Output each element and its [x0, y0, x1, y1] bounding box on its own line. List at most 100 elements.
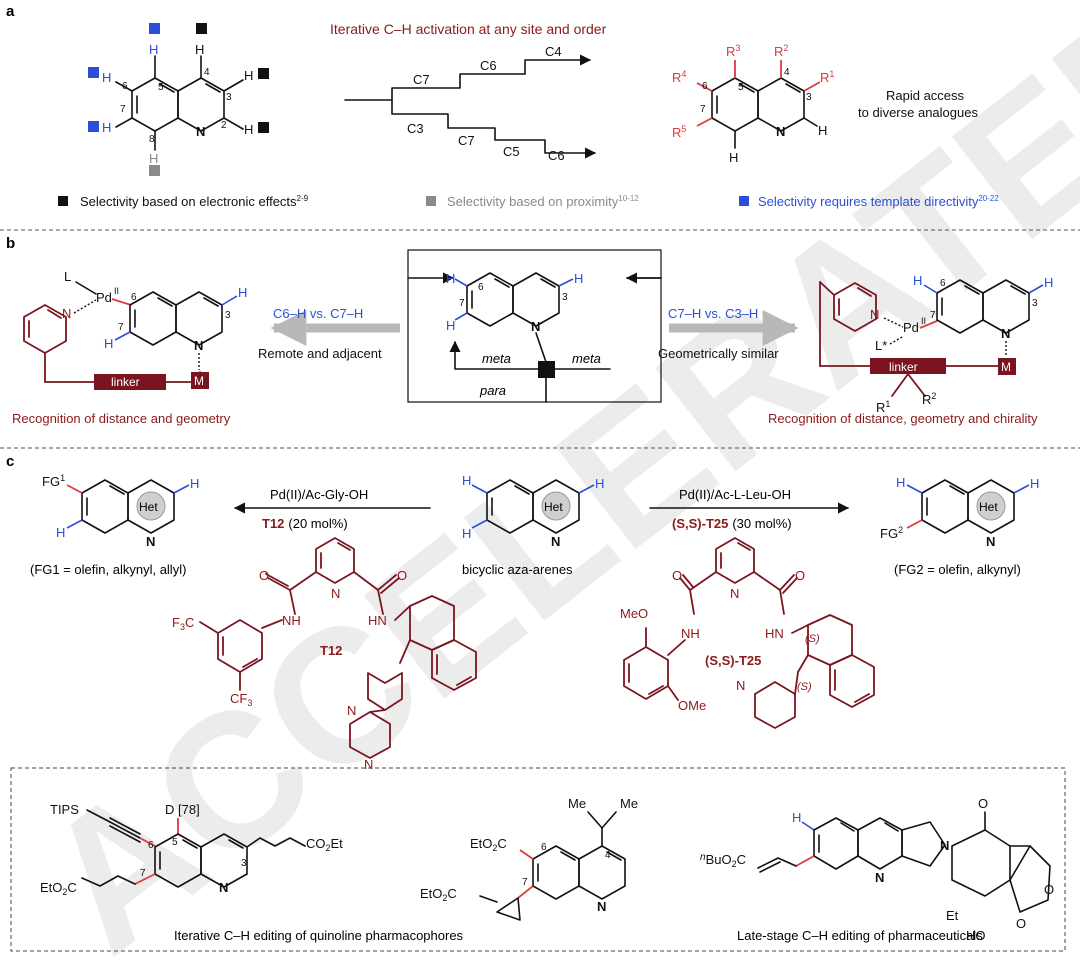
svg-text:3: 3 [241, 858, 247, 869]
svg-text:H: H [462, 526, 471, 541]
panel-letter-b: b [6, 235, 15, 252]
svg-text:H: H [104, 336, 113, 351]
svg-text:MeO: MeO [620, 606, 648, 621]
watermark: ACCELERATED ARTICLE PREVIEW [5, 0, 1080, 963]
svg-text:meta: meta [572, 351, 601, 366]
svg-text:H: H [190, 476, 199, 491]
quinoline-pharmacophore-2: Me Me N 4 6 7 EtO2C EtO2C [420, 796, 638, 921]
svg-text:NH: NH [681, 626, 700, 641]
right-selectivity-arrow: C7–H vs. C3–H Geometrically similar [658, 306, 799, 361]
right-product: Het H H FG2 N [880, 475, 1039, 549]
center-substrate-caption: bicyclic aza-arenes [462, 562, 573, 577]
camptothecin-derivative: H N N O O O Et HO nBuO2C [700, 796, 1054, 943]
svg-text:N: N [364, 757, 373, 772]
svg-text:4: 4 [204, 67, 210, 78]
quinoline-pharmacophore-1: TIPS D [78] N 6 5 7 3 EtO2C CO2Et [40, 802, 343, 897]
right-product-caption: (FG2 = olefin, alkynyl) [894, 562, 1021, 577]
svg-text:6: 6 [122, 81, 128, 92]
svg-text:N: N [597, 899, 606, 914]
svg-text:H: H [238, 285, 247, 300]
svg-text:N: N [196, 124, 205, 139]
svg-text:O: O [1016, 916, 1026, 931]
svg-text:Pd(II)/Ac-L-Leu-OH: Pd(II)/Ac-L-Leu-OH [679, 487, 791, 502]
svg-text:ACCELERATED ARTICLE PREVIEW: ACCELERATED ARTICLE PREVIEW [5, 0, 1080, 963]
svg-text:C5: C5 [503, 144, 520, 159]
svg-text:6: 6 [940, 278, 946, 289]
svg-text:Pd: Pd [96, 290, 112, 305]
svg-text:linker: linker [111, 375, 140, 389]
svg-text:EtO2C: EtO2C [470, 836, 507, 853]
svg-text:Het: Het [139, 500, 158, 514]
svg-text:TIPS: TIPS [50, 802, 79, 817]
svg-text:H: H [149, 42, 158, 57]
svg-text:meta: meta [482, 351, 511, 366]
svg-text:EtO2C: EtO2C [420, 886, 457, 903]
svg-text:N: N [870, 307, 879, 322]
selectivity-legend: Selectivity based on electronic effects2… [58, 194, 999, 209]
svg-text:HN: HN [368, 613, 387, 628]
svg-text:C7: C7 [413, 72, 430, 87]
svg-text:EtO2C: EtO2C [40, 880, 77, 897]
svg-text:C6–H vs. C7–H: C6–H vs. C7–H [273, 306, 363, 321]
left-recognition-caption: Recognition of distance and geometry [12, 411, 231, 426]
svg-text:H: H [446, 271, 455, 286]
svg-text:5: 5 [738, 82, 744, 93]
svg-text:N: N [219, 880, 228, 895]
svg-text:R1: R1 [820, 69, 834, 85]
svg-text:L: L [64, 269, 71, 284]
svg-text:H: H [102, 120, 111, 135]
svg-text:H: H [574, 271, 583, 286]
svg-text:N: N [531, 319, 540, 334]
svg-text:2: 2 [221, 120, 227, 131]
left-product: Het FG1 H H N [42, 473, 199, 549]
svg-text:N: N [1001, 326, 1010, 341]
t25-template-structure: O O N NH HN MeO OMe (S,S)-T25 N (S) (S) [620, 537, 875, 729]
center-substrate: Het H H H N [462, 473, 604, 549]
svg-text:para: para [479, 383, 506, 398]
svg-text:7: 7 [930, 310, 936, 321]
svg-text:H: H [244, 68, 253, 83]
panel-letter-c: c [6, 453, 14, 470]
svg-text:R3: R3 [726, 43, 740, 59]
svg-text:O: O [1044, 882, 1054, 897]
svg-text:6: 6 [702, 81, 708, 92]
panel-a-header: Iterative C–H activation at any site and… [330, 21, 607, 37]
legend-proximity: Selectivity based on proximity10-12 [447, 194, 639, 209]
svg-text:H: H [1044, 275, 1053, 290]
svg-text:6: 6 [148, 840, 154, 851]
right-recognition-caption: Recognition of distance, geometry and ch… [768, 411, 1038, 426]
svg-text:H: H [818, 123, 827, 138]
svg-text:(S): (S) [805, 633, 820, 645]
svg-text:Pd(II)/Ac-Gly-OH: Pd(II)/Ac-Gly-OH [270, 487, 368, 502]
svg-text:O: O [397, 568, 407, 583]
svg-text:H: H [913, 273, 922, 288]
svg-text:linker: linker [889, 360, 918, 374]
svg-text:FG2: FG2 [880, 525, 903, 541]
svg-text:7: 7 [459, 298, 465, 309]
legend-template: Selectivity requires template directivit… [758, 194, 999, 209]
svg-text:HN: HN [765, 626, 784, 641]
svg-text:N: N [331, 586, 340, 601]
svg-text:6: 6 [478, 282, 484, 293]
svg-text:H: H [896, 475, 905, 490]
svg-text:CF3: CF3 [230, 691, 252, 708]
svg-text:T12: T12 [320, 643, 342, 658]
svg-text:O: O [795, 568, 805, 583]
panel-letter-a: a [6, 3, 15, 20]
substituted-quinoline: R3 R2 R1 R4 R5 H H N 5 4 3 7 6 [672, 43, 834, 165]
svg-text:5: 5 [158, 82, 164, 93]
svg-text:CO2Et: CO2Et [306, 836, 343, 853]
svg-text:HO: HO [966, 928, 986, 943]
svg-text:Het: Het [544, 500, 563, 514]
svg-text:N: N [62, 306, 71, 321]
svg-text:M: M [194, 374, 204, 388]
left-selectivity-arrow: C6–H vs. C7–H Remote and adjacent [258, 306, 400, 361]
svg-text:H: H [244, 122, 253, 137]
svg-text:Me: Me [620, 796, 638, 811]
left-template-complex: linker M N Pd II L H H N 6 7 3 [23, 269, 247, 390]
svg-text:C6: C6 [548, 148, 565, 163]
box-left-caption: Iterative C–H editing of quinoline pharm… [174, 928, 464, 943]
svg-text:3: 3 [226, 92, 232, 103]
svg-text:8: 8 [149, 134, 155, 145]
